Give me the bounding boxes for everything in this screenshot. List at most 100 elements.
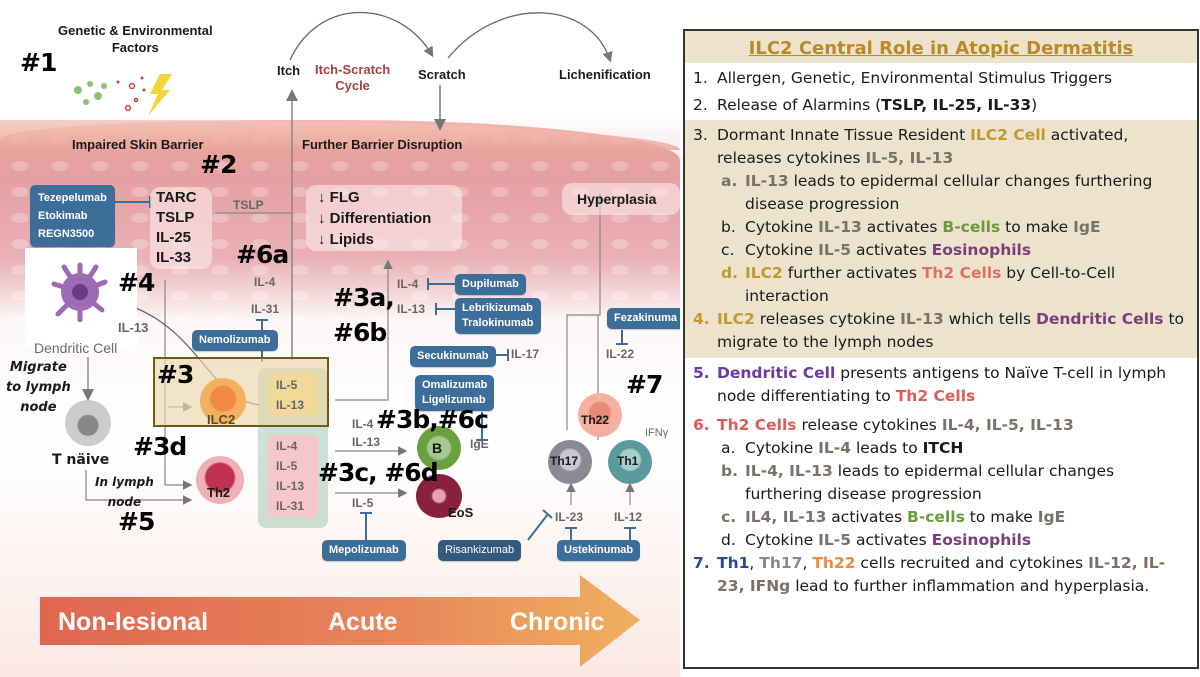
cytokine-text: IL-4, IL-13 [745,462,833,480]
differentiation-decrease: ↓ Differentiation [318,210,432,227]
t-naive-cell-icon [65,400,111,446]
num: b. [721,462,738,480]
th1-cell-icon [608,440,652,484]
drug-dupilumab: Dupilumab [455,274,526,295]
th2-il13: IL-13 [276,479,305,493]
th2-cell-icon [196,456,244,504]
text: Allergen, Genetic, Environmental Stimulu… [717,69,1113,87]
drug-etokimab: Etokimab [38,210,88,222]
ilc2-label: ILC2 [207,412,236,427]
cytokine-text: IL-4 [818,439,852,457]
alarmins-text: TSLP, IL-25, IL-33 [881,96,1032,114]
item-3a: a.IL-13 leads to epidermal cellular chan… [693,170,1189,216]
text: activates [851,241,932,259]
th1-label: Th1 [617,454,639,468]
th2-text: Th2 Cells [895,387,976,405]
text: leads to [851,439,923,457]
ilc2-text: ILC2 Cell [970,126,1046,144]
alarmins-list: TARC TSLP IL-25 IL-33 [156,188,197,268]
item-6c: c.IL4, IL-13 activates B-cells to make I… [693,506,1189,529]
eosinophil-icon [416,474,462,518]
text: to make [1000,218,1074,236]
marker-1: #1 [20,48,57,77]
text: activates [851,531,932,549]
ilc2-text: ILC2 [745,264,783,282]
text: by Cell-to-Cell interaction [745,264,1116,305]
cytokine-text: IL-13 [745,172,789,190]
item-4: 4.ILC2 releases cytokine IL-13 which tel… [693,308,1189,354]
drug-mepolizumab: Mepolizumab [322,540,406,561]
drug-tralokinumab: Tralokinumab [462,317,534,329]
eosinophils-text: Eosinophils [931,531,1032,549]
in-lymph-node-label: In lymph node [95,475,154,509]
th2-il5: IL-5 [276,459,298,473]
th22-label: Th22 [581,413,610,427]
b-cells-text: B-cells [942,218,1001,236]
marker-6b: #6b [333,318,387,347]
item-1: 1.Allergen, Genetic, Environmental Stimu… [693,67,1189,90]
panel-title: ILC2 Central Role in Atopic Dermatitis [685,31,1197,63]
alarmin-il25: IL-25 [156,229,192,246]
epi-il4: IL-4 [397,277,419,291]
epidermal-changes: ↓ FLG ↓ Differentiation ↓ Lipids [318,187,431,250]
b-il4: IL-4 [352,417,374,431]
text: ) [1031,96,1038,114]
marker-7: #7 [626,370,663,399]
stage-non-lesional: Non-lesional [58,608,209,636]
cytokine-text: IL-13 [900,310,944,328]
stage-chronic: Chronic [510,608,605,636]
num: 4. [693,310,710,328]
section-5-7: 5.Dendritic Cell presents antigens to Na… [685,358,1197,601]
b-il13: IL-13 [352,435,381,449]
hyperplasia-label: Hyperplasia [577,191,657,207]
il17-label: IL-17 [511,347,540,361]
il22-label: IL-22 [606,347,635,361]
allergen-icon [70,72,180,122]
lipids-decrease: ↓ Lipids [318,231,374,248]
marker-3: #3 [157,360,194,389]
item-6a: a.Cytokine IL-4 leads to ITCH [693,437,1189,460]
num: d. [721,531,736,549]
drug-secukinumab: Secukinumab [410,346,496,367]
th22-text: Th22 [812,554,856,572]
itch-il31: IL-31 [251,302,280,316]
text: to migrate to the lymph nodes [717,310,1185,351]
marker-2: #2 [200,150,237,179]
further-disruption-label: Further Barrier Disruption [302,137,463,152]
text: releases cytokine [754,310,901,328]
ilc2-text: ILC2 [717,310,755,328]
ifng-label: IFNγ [645,427,669,439]
epi-il13: IL-13 [397,302,426,316]
item-6d: d.Cytokine IL-5 activates Eosinophils [693,529,1189,552]
num: a. [721,439,736,457]
ilc2-il13: IL-13 [276,398,305,412]
panel-title-text: ILC2 Central Role in Atopic Dermatitis [748,38,1134,59]
scratch-label: Scratch [418,67,466,82]
text: further activates [782,264,922,282]
itch-il4: IL-4 [254,275,276,289]
item-6b: b.IL-4, IL-13 leads to epidermal cellula… [693,460,1189,506]
migrate-label: Migrate to lymph node [6,360,71,415]
b-cell-label: B [432,440,443,456]
il23-label: IL-23 [555,510,584,524]
cytokine-text: IL-13 [818,218,862,236]
b-cell-icon [417,426,461,470]
th1-text: Th1 [717,554,750,572]
num: d. [721,264,738,282]
num: 7. [693,554,710,572]
drug-fezakinumab: Fezakinuma [607,308,680,329]
stage-acute: Acute [328,608,398,636]
dc-text: Dendritic Cell [717,364,836,382]
ilc2-cell-icon [200,378,246,424]
drug-alarmin-inhibitors: Tezepelumab Etokimab REGN3500 [30,185,115,247]
ige-text: IgE [1037,508,1066,526]
ilc2-cytokine-box [268,373,318,415]
itch-label: Itch [277,63,301,78]
b-cell-cytokines: IL-4 IL-13 [352,415,380,451]
th2-il4: IL-4 [276,439,298,453]
drug-ige-inhibitors: Omalizumab Ligelizumab [415,375,495,411]
marker-6a: #6a [236,240,289,269]
il13-to-dc: IL-13 [118,320,149,335]
ilc2-cytokines: IL-5 IL-13 [276,375,304,415]
section-3-4: 3.Dormant Innate Tissue Resident ILC2 Ce… [685,120,1197,358]
